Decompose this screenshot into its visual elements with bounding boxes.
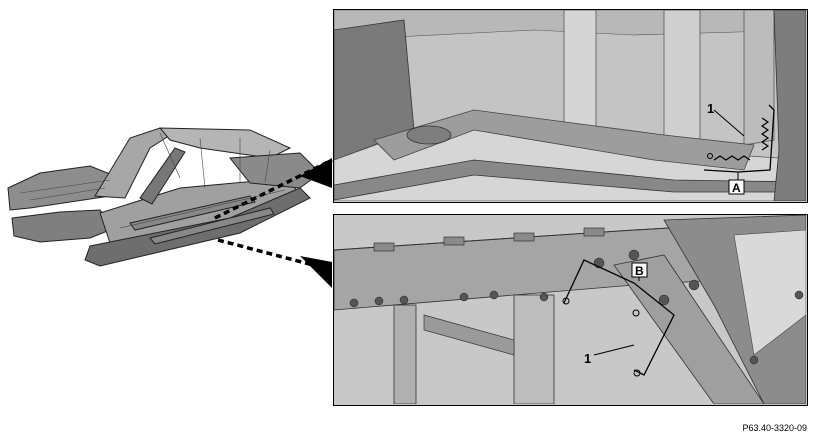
callout-number-1: 1 — [707, 101, 714, 116]
callout-letter-a: A — [732, 181, 741, 195]
detail-panel-top: 1 A — [333, 9, 808, 203]
bottom-leader-arrowhead — [300, 256, 332, 288]
leader-to-top-panel — [214, 158, 333, 220]
car-body-overview — [7, 127, 321, 267]
top-leader-arrowhead — [300, 158, 332, 188]
callout-number-1: 1 — [584, 351, 591, 366]
callout-letter-b: B — [635, 264, 644, 278]
detail-panel-bottom: 1 B — [333, 214, 808, 406]
figure-code: P63.40-3320-09 — [742, 423, 807, 433]
